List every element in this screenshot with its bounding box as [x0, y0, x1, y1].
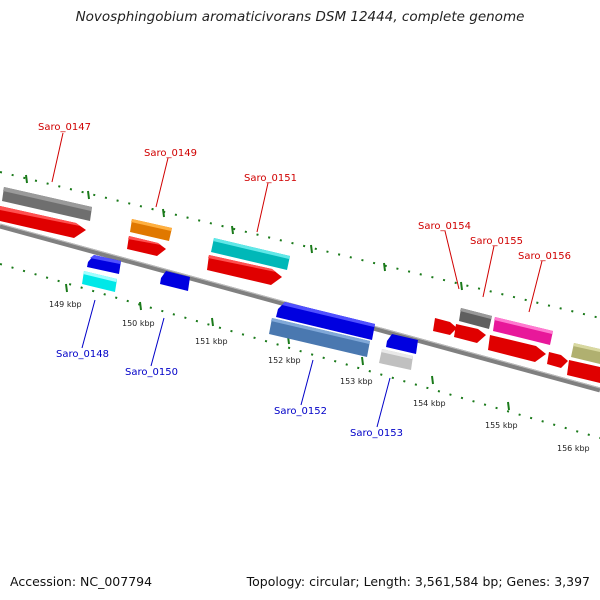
- feature-saro-0154-red[interactable]: [433, 318, 457, 335]
- feature-saro-0153-lightgray[interactable]: [379, 349, 413, 370]
- kbp-label-155: 155 kbp: [485, 421, 518, 430]
- feature-saro-0147-red[interactable]: [0, 206, 86, 238]
- kbp-label-151: 151 kbp: [195, 337, 228, 346]
- top-major-ticks: [25, 174, 463, 291]
- feature-saro-0155-red[interactable]: [488, 335, 546, 362]
- gene-label-saro-0149: Saro_0149: [144, 148, 197, 159]
- feature-saro-0156-olive[interactable]: [571, 343, 600, 364]
- gene-label-saro-0147: Saro_0147: [38, 122, 91, 133]
- feature-red-edge[interactable]: [567, 360, 600, 383]
- bottom-tick-row: [0, 263, 600, 439]
- feature-saro-0148-cyan[interactable]: [82, 271, 117, 292]
- feature-saro-0148-blue[interactable]: [87, 255, 121, 274]
- feature-saro-0152-blue[interactable]: [276, 302, 375, 340]
- gene-label-saro-0154: Saro_0154: [418, 221, 471, 232]
- feature-saro-0151-red[interactable]: [207, 255, 282, 285]
- kbp-label-156: 156 kbp: [557, 444, 590, 453]
- feature-saro-0149-orange[interactable]: [130, 219, 172, 241]
- feature-saro-0152-steelblue[interactable]: [269, 318, 370, 357]
- feature-saro-0151-cyan[interactable]: [211, 238, 290, 270]
- feature-saro-0154-red2[interactable]: [454, 324, 486, 343]
- top-label-pointers: [51, 132, 543, 313]
- feature-saro-0156-red[interactable]: [547, 352, 568, 368]
- feature-saro-0153-blue[interactable]: [386, 334, 418, 354]
- feature-saro-0154-gray[interactable]: [459, 308, 492, 329]
- feature-saro-0155-magenta[interactable]: [493, 317, 553, 345]
- feature-saro-0149-red[interactable]: [127, 236, 166, 256]
- kbp-label-154: 154 kbp: [413, 399, 446, 408]
- gene-label-saro-0155: Saro_0155: [470, 236, 523, 247]
- bottom-major-ticks: [65, 283, 510, 411]
- gene-label-saro-0150: Saro_0150: [125, 367, 178, 378]
- feature-saro-0147-gray[interactable]: [2, 187, 92, 221]
- gene-label-saro-0153: Saro_0153: [350, 428, 403, 439]
- genome-title: Novosphingobium aromaticivorans DSM 1244…: [75, 9, 525, 25]
- genome-summary-text: Topology: circular; Length: 3,561,584 bp…: [246, 574, 590, 589]
- feature-saro-0150-blue[interactable]: [160, 271, 190, 291]
- kbp-label-150: 150 kbp: [122, 319, 155, 328]
- gene-label-saro-0156: Saro_0156: [518, 251, 571, 262]
- bottom-label-pointers: [81, 299, 391, 428]
- gene-label-saro-0148: Saro_0148: [56, 349, 109, 360]
- gene-label-saro-0152: Saro_0152: [274, 406, 327, 417]
- kbp-label-152: 152 kbp: [268, 356, 301, 365]
- kbp-label-149: 149 kbp: [49, 300, 82, 309]
- gene-label-saro-0151: Saro_0151: [244, 173, 297, 184]
- kbp-label-153: 153 kbp: [340, 377, 373, 386]
- accession-text: Accession: NC_007794: [10, 574, 153, 589]
